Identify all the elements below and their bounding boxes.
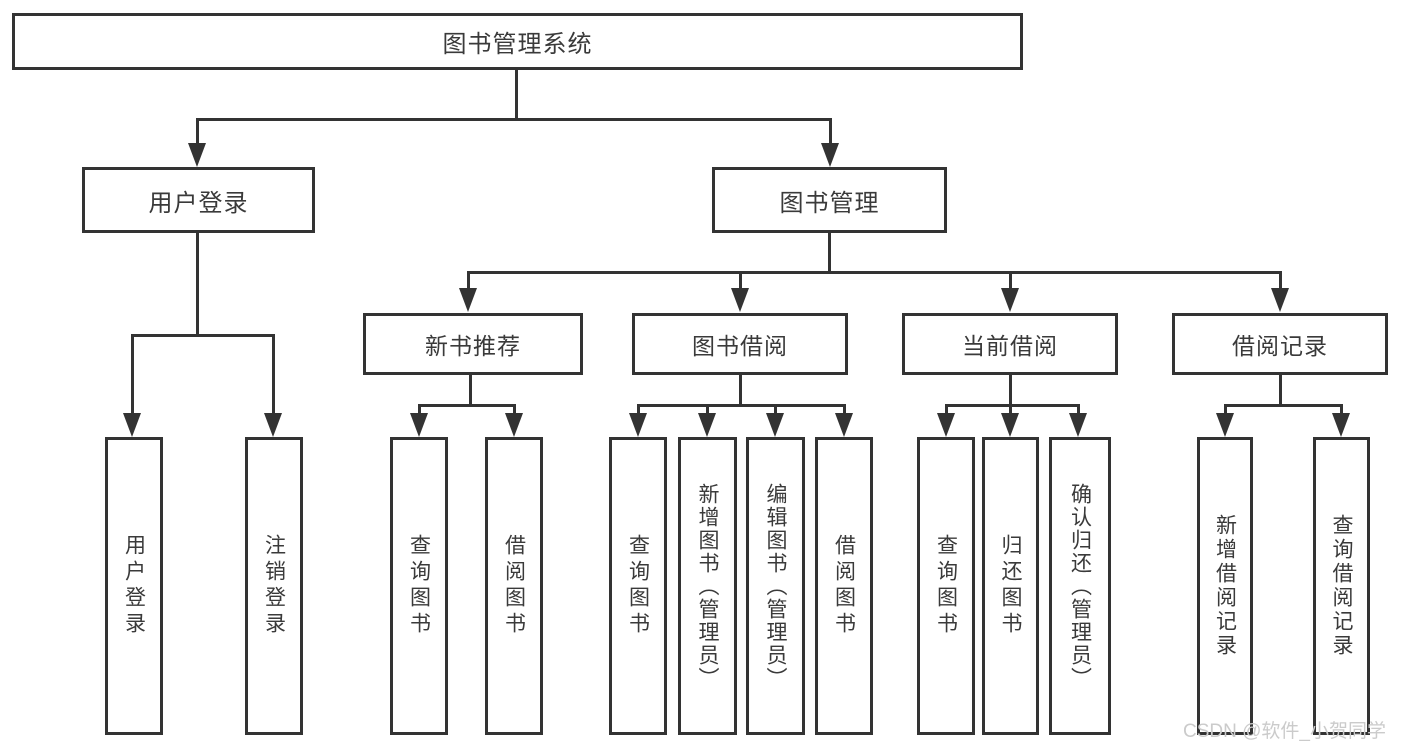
connector-drop-nb-query bbox=[418, 404, 421, 418]
arrow-book-mgmt bbox=[821, 143, 839, 167]
node-borrow-records: 借阅记录 bbox=[1172, 313, 1388, 375]
connector-drop-bb-edit bbox=[774, 404, 777, 418]
connector-drop-bb-add bbox=[706, 404, 709, 418]
arrow-cb-query bbox=[937, 413, 955, 437]
node-book-borrow-label: 图书借阅 bbox=[692, 333, 788, 359]
leaf-newbooks-borrow-label: 借阅图书 bbox=[502, 534, 526, 638]
leaf-borrow-add: 新增图书（管理员） bbox=[678, 437, 737, 735]
csdn-watermark: CSDN @软件_小贺同学 bbox=[1183, 721, 1386, 742]
leaf-current-query: 查询图书 bbox=[917, 437, 975, 735]
connector-new-books-stem bbox=[469, 375, 472, 407]
arrow-nb-borrow bbox=[505, 413, 523, 437]
leaf-borrow-borrow-label: 借阅图书 bbox=[832, 534, 856, 638]
leaf-logout: 注销登录 bbox=[245, 437, 303, 735]
leaf-current-query-label: 查询图书 bbox=[934, 534, 958, 638]
connector-drop-book-borrow bbox=[739, 271, 742, 291]
connector-drop-bb-borrow bbox=[843, 404, 846, 418]
connector-current-borrow-stem bbox=[1009, 375, 1012, 407]
leaf-user-login-label: 用户登录 bbox=[122, 534, 146, 638]
leaf-borrow-query: 查询图书 bbox=[609, 437, 667, 735]
arrow-leaf-logout bbox=[264, 413, 282, 437]
leaf-current-return-label: 归还图书 bbox=[999, 534, 1022, 638]
connector-drop-book-mgmt bbox=[829, 118, 832, 150]
arrow-bb-query bbox=[629, 413, 647, 437]
node-user-login: 用户登录 bbox=[82, 167, 315, 233]
connector-drop-cb-query bbox=[945, 404, 948, 418]
arrow-br-add bbox=[1216, 413, 1234, 437]
connector-book-mgmt-branch bbox=[468, 271, 1281, 274]
arrow-current-borrow bbox=[1001, 288, 1019, 312]
arrow-user-login bbox=[188, 143, 206, 167]
leaf-current-return: 归还图书 bbox=[982, 437, 1039, 735]
node-new-books-label: 新书推荐 bbox=[425, 333, 521, 359]
leaf-records-query-label: 查询借阅记录 bbox=[1330, 514, 1353, 658]
connector-drop-leaf-logout bbox=[272, 334, 275, 415]
leaf-newbooks-query: 查询图书 bbox=[390, 437, 448, 735]
node-book-borrow: 图书借阅 bbox=[632, 313, 848, 375]
node-book-mgmt-label: 图书管理 bbox=[779, 189, 880, 217]
connector-drop-current-borrow bbox=[1009, 271, 1012, 291]
arrow-bb-add bbox=[698, 413, 716, 437]
connector-user-login-stem bbox=[196, 233, 199, 337]
connector-drop-cb-return bbox=[1009, 404, 1012, 418]
connector-new-books-branch bbox=[419, 404, 515, 407]
node-borrow-records-label: 借阅记录 bbox=[1232, 333, 1328, 359]
leaf-logout-label: 注销登录 bbox=[262, 534, 286, 638]
node-book-mgmt: 图书管理 bbox=[712, 167, 947, 233]
connector-root-stem bbox=[515, 69, 518, 120]
leaf-user-login: 用户登录 bbox=[105, 437, 163, 735]
connector-drop-new-books bbox=[467, 271, 470, 291]
leaf-records-add-label: 新增借阅记录 bbox=[1213, 514, 1237, 658]
arrow-br-query bbox=[1332, 413, 1350, 437]
node-root: 图书管理系统 bbox=[12, 13, 1023, 70]
connector-borrow-records-stem bbox=[1279, 375, 1282, 407]
arrow-cb-return bbox=[1001, 413, 1019, 437]
arrow-borrow-records bbox=[1271, 288, 1289, 312]
leaf-newbooks-query-label: 查询图书 bbox=[407, 534, 431, 638]
arrow-new-books bbox=[459, 288, 477, 312]
connector-current-borrow-branch bbox=[946, 404, 1079, 407]
arrow-cb-confirm bbox=[1069, 413, 1087, 437]
connector-book-mgmt-stem bbox=[828, 233, 831, 273]
leaf-borrow-borrow: 借阅图书 bbox=[815, 437, 873, 735]
leaf-newbooks-borrow: 借阅图书 bbox=[485, 437, 543, 735]
connector-book-borrow-stem bbox=[739, 375, 742, 407]
arrow-bb-edit bbox=[766, 413, 784, 437]
connector-user-login-branch bbox=[132, 334, 274, 337]
leaf-current-confirm-label: 确认归还（管理员） bbox=[1068, 482, 1092, 690]
connector-drop-br-add bbox=[1224, 404, 1227, 418]
arrow-bb-borrow bbox=[835, 413, 853, 437]
node-root-label: 图书管理系统 bbox=[442, 31, 593, 58]
connector-borrow-records-branch bbox=[1225, 404, 1342, 407]
arrow-book-borrow bbox=[731, 288, 749, 312]
connector-book-borrow-branch bbox=[638, 404, 845, 407]
leaf-current-confirm: 确认归还（管理员） bbox=[1049, 437, 1111, 735]
connector-root-branch bbox=[197, 118, 831, 121]
connector-drop-br-query bbox=[1340, 404, 1343, 418]
node-user-login-label: 用户登录 bbox=[148, 189, 249, 217]
connector-drop-leaf-login bbox=[131, 334, 134, 415]
leaf-borrow-edit: 编辑图书（管理员） bbox=[746, 437, 805, 735]
leaf-records-add: 新增借阅记录 bbox=[1197, 437, 1253, 735]
connector-drop-nb-borrow bbox=[513, 404, 516, 418]
leaf-borrow-add-label: 新增图书（管理员） bbox=[696, 482, 719, 690]
connector-drop-cb-confirm bbox=[1077, 404, 1080, 418]
arrow-nb-query bbox=[410, 413, 428, 437]
leaf-borrow-edit-label: 编辑图书（管理员） bbox=[764, 482, 787, 690]
connector-drop-bb-query bbox=[637, 404, 640, 418]
node-current-borrow-label: 当前借阅 bbox=[962, 333, 1058, 359]
arrow-leaf-login bbox=[123, 413, 141, 437]
node-current-borrow: 当前借阅 bbox=[902, 313, 1118, 375]
node-new-books: 新书推荐 bbox=[363, 313, 583, 375]
connector-drop-borrow-records bbox=[1279, 271, 1282, 291]
leaf-records-query: 查询借阅记录 bbox=[1313, 437, 1370, 735]
connector-drop-user-login bbox=[196, 118, 199, 150]
leaf-borrow-query-label: 查询图书 bbox=[626, 534, 650, 638]
